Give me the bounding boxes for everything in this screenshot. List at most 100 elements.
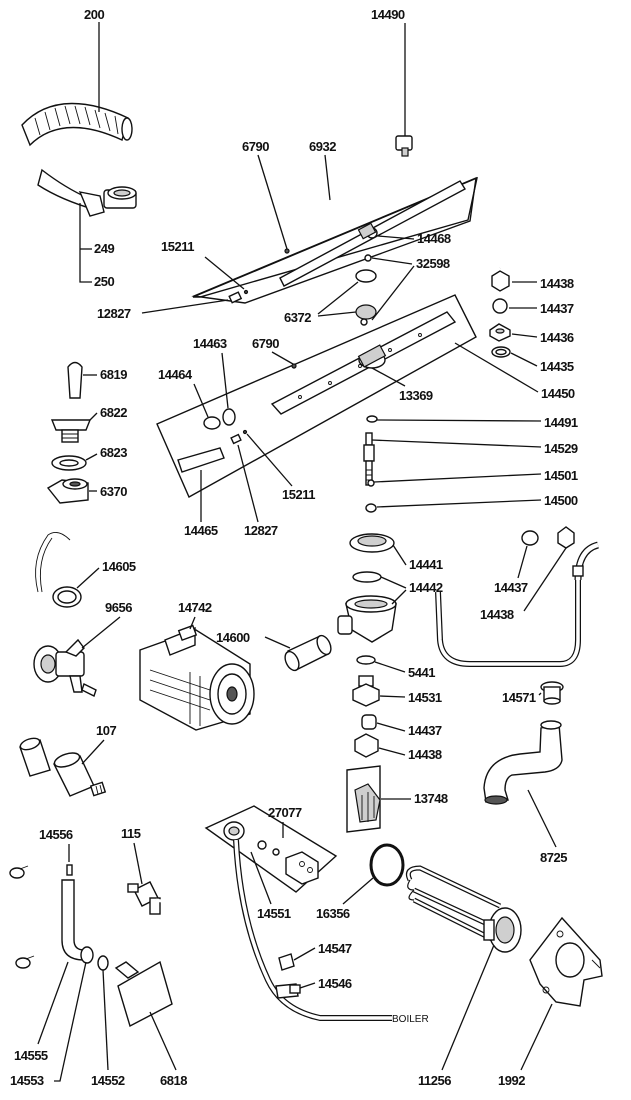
part-27077-kit [204, 805, 338, 893]
part-upper-spray-arm-panel [191, 176, 478, 326]
label-14571: 14571 [502, 690, 536, 705]
label-14465: 14465 [184, 523, 218, 538]
part-6818 [114, 960, 173, 1028]
part-washer-14435 [491, 346, 511, 358]
label-14468: 14468 [417, 231, 451, 246]
part-6819 [67, 361, 83, 399]
label-6819: 6819 [100, 367, 127, 382]
part-hose [21, 102, 133, 147]
label-8725: 8725 [540, 850, 567, 865]
part-tube-to-boiler [233, 839, 392, 1021]
part-14556-pin [66, 864, 73, 876]
part-14500 [365, 503, 377, 513]
part-6370 [46, 478, 89, 504]
label-12827-upper: 12827 [97, 306, 131, 321]
part-14553-ring [80, 946, 94, 964]
label-115: 115 [121, 826, 141, 841]
part-1992-bracket [529, 916, 603, 1007]
part-fill-pipe [395, 96, 509, 269]
label-14441: 14441 [409, 557, 443, 572]
label-14464: 14464 [158, 367, 193, 382]
part-clamp-lower [15, 955, 35, 969]
part-5441 [356, 655, 376, 665]
part-ferrule-14437 [492, 298, 508, 314]
part-14441 [349, 533, 395, 553]
part-pipe-u [435, 541, 600, 667]
part-9656 [33, 638, 97, 697]
label-13748: 13748 [414, 791, 448, 806]
part-14531 [352, 675, 380, 707]
part-14552-ring [97, 955, 109, 971]
label-14490: 14490 [371, 7, 405, 22]
label-14551: 14551 [257, 906, 291, 921]
label-14437-c: 14437 [408, 723, 442, 738]
label-14437-a: 14437 [540, 301, 574, 316]
label-14600: 14600 [216, 630, 250, 645]
part-14501 [367, 479, 375, 487]
label-1992: 1992 [498, 1073, 525, 1088]
part-14742-pump [139, 624, 255, 731]
label-14555: 14555 [14, 1048, 48, 1063]
label-6822: 6822 [100, 405, 127, 420]
part-14437-c [361, 714, 377, 730]
label-14437-b: 14437 [494, 580, 528, 595]
label-6823: 6823 [100, 445, 127, 460]
label-249: 249 [94, 241, 114, 256]
label-14435: 14435 [540, 359, 574, 374]
label-14529: 14529 [544, 441, 578, 456]
part-11256-heater [405, 865, 522, 953]
part-107 [19, 737, 107, 797]
label-14450: 14450 [541, 386, 575, 401]
label-200: 200 [84, 7, 104, 22]
label-6790-lower: 6790 [252, 336, 279, 351]
label-14463: 14463 [193, 336, 227, 351]
label-14500: 14500 [544, 493, 578, 508]
part-14491 [366, 415, 378, 423]
label-6818: 6818 [160, 1073, 187, 1088]
part-13748 [346, 765, 381, 833]
label-6932: 6932 [309, 139, 336, 154]
label-14438-c: 14438 [408, 747, 442, 762]
label-6370: 6370 [100, 484, 127, 499]
part-6822 [50, 419, 92, 443]
label-27077: 27077 [268, 805, 302, 820]
part-14438-c [354, 733, 379, 758]
label-14442: 14442 [409, 580, 443, 595]
label-14436: 14436 [540, 330, 574, 345]
part-14442-oring [352, 571, 382, 583]
part-14529 [363, 432, 375, 486]
label-14552: 14552 [91, 1073, 125, 1088]
part-14547 [278, 953, 295, 971]
label-6790-upper: 6790 [242, 139, 269, 154]
label-11256: 11256 [418, 1073, 451, 1088]
label-14546: 14546 [318, 976, 352, 991]
part-drain-hose-elbow [37, 168, 137, 217]
part-14571 [540, 681, 564, 705]
part-lower-spray-arm-panel [156, 294, 477, 498]
label-32598: 32598 [416, 256, 450, 271]
label-14501: 14501 [544, 468, 578, 483]
label-15211-lower: 15211 [282, 487, 315, 502]
label-250: 250 [94, 274, 114, 289]
part-clamp-upper [9, 865, 29, 879]
part-14437-b [521, 530, 539, 546]
label-5441: 5441 [408, 665, 435, 680]
label-14742: 14742 [178, 600, 212, 615]
part-6823 [51, 455, 87, 471]
part-nut-14436 [489, 323, 511, 342]
label-14438-a: 14438 [540, 276, 574, 291]
part-14438-b [557, 526, 575, 549]
label-boiler: BOILER [392, 1014, 429, 1025]
label-15211-upper: 15211 [161, 239, 194, 254]
label-14553: 14553 [10, 1073, 44, 1088]
part-115-valve [127, 842, 224, 915]
part-14442-sump [337, 595, 397, 643]
part-8725 [483, 720, 563, 805]
label-14438-b: 14438 [480, 607, 514, 622]
label-12827-lower: 12827 [244, 523, 278, 538]
part-nut-14438 [491, 270, 510, 292]
part-14600 [284, 634, 332, 672]
part-14605 [35, 531, 82, 608]
label-107: 107 [96, 723, 116, 738]
